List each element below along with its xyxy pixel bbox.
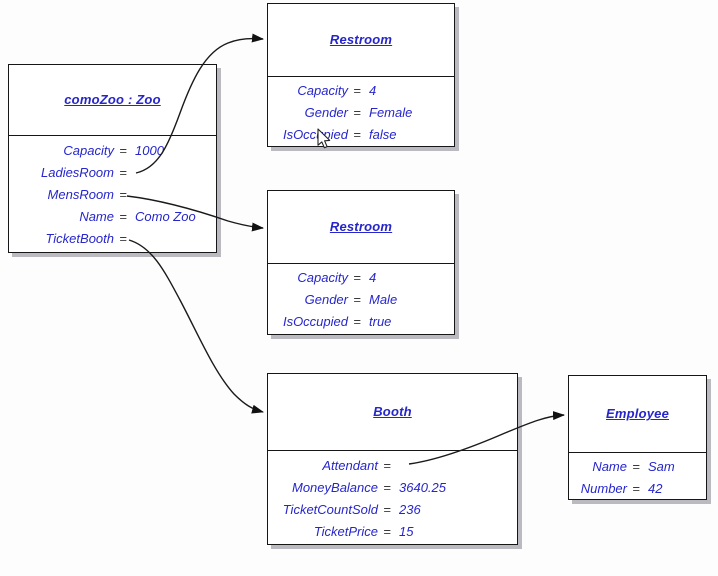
equals-sign: = — [119, 208, 127, 224]
attribute-section: Name = Sam Number = 42 — [569, 453, 706, 500]
object-title-employee: Employee — [605, 406, 669, 422]
arrow-ladiesroom-to-restroom-female[interactable] — [135, 33, 264, 174]
equals-sign: = — [383, 501, 391, 517]
attribute-row[interactable]: Gender = Female — [268, 102, 454, 124]
object-title-restroom-male: Restroom — [329, 219, 393, 235]
attribute-value — [132, 184, 216, 206]
equals-sign: = — [383, 457, 391, 473]
attribute-name: Capacity — [297, 82, 348, 98]
attribute-row[interactable]: IsOccupied = false — [268, 124, 454, 146]
object-title-zoo: comoZoo : Zoo — [64, 92, 161, 108]
attribute-name: IsOccupied — [282, 126, 348, 142]
object-box-booth[interactable]: Booth Attendant = MoneyBalance = 3640.25… — [267, 373, 518, 545]
attribute-value: Male — [369, 291, 398, 307]
attribute-value — [132, 162, 216, 184]
attribute-name: IsOccupied — [282, 313, 348, 329]
attribute-value: 3640.25 — [399, 479, 446, 495]
equals-sign: = — [353, 126, 361, 142]
equals-sign: = — [383, 523, 391, 539]
attribute-row[interactable]: Capacity = 4 — [268, 267, 454, 289]
attribute-value: 4 — [369, 82, 377, 98]
attribute-name: MensRoom — [47, 186, 114, 202]
attribute-row[interactable]: MoneyBalance = 3640.25 — [268, 477, 517, 499]
attribute-row[interactable]: IsOccupied = true — [268, 311, 454, 333]
object-title-bar: Restroom — [268, 191, 454, 264]
attribute-value: 15 — [399, 523, 414, 539]
attribute-section: Attendant = MoneyBalance = 3640.25 Ticke… — [268, 451, 517, 543]
attribute-section: Capacity = 4 Gender = Male IsOccupied = … — [268, 264, 454, 333]
attribute-value: 42 — [648, 480, 663, 496]
attribute-row[interactable]: Capacity = 1000 — [9, 140, 216, 162]
attribute-name: Capacity — [297, 269, 348, 285]
attribute-row[interactable]: TicketBooth = — [9, 228, 216, 250]
attribute-name: LadiesRoom — [41, 164, 114, 180]
attribute-name: Number — [580, 480, 627, 496]
equals-sign: = — [632, 480, 640, 496]
attribute-name: Name — [79, 208, 114, 224]
equals-sign: = — [119, 230, 127, 246]
attribute-row[interactable]: TicketPrice = 15 — [268, 521, 517, 543]
arrow-ticketbooth-to-booth[interactable] — [128, 239, 264, 414]
attribute-value: 236 — [399, 501, 421, 517]
equals-sign: = — [383, 479, 391, 495]
equals-sign: = — [353, 291, 361, 307]
attribute-value: Como Zoo — [135, 208, 196, 224]
attribute-name: Attendant — [322, 457, 378, 473]
object-box-restroom-male[interactable]: Restroom Capacity = 4 Gender = Male IsOc… — [267, 190, 455, 335]
attribute-section: Capacity = 4 Gender = Female IsOccupied … — [268, 77, 454, 146]
attribute-row[interactable]: Gender = Male — [268, 289, 454, 311]
attribute-name: Gender — [304, 291, 348, 307]
attribute-value: 1000 — [135, 142, 164, 158]
object-box-employee[interactable]: Employee Name = Sam Number = 42 — [568, 375, 707, 500]
equals-sign: = — [119, 186, 127, 202]
attribute-name: MoneyBalance — [292, 479, 378, 495]
equals-sign: = — [353, 82, 361, 98]
attribute-row[interactable]: Number = 42 — [569, 478, 706, 500]
attribute-row[interactable]: TicketCountSold = 236 — [268, 499, 517, 521]
attribute-value: Female — [369, 104, 413, 120]
object-box-restroom-female[interactable]: Restroom Capacity = 4 Gender = Female Is… — [267, 3, 455, 147]
attribute-name: TicketCountSold — [282, 501, 378, 517]
attribute-row[interactable]: Name = Como Zoo — [9, 206, 216, 228]
attribute-name: TicketBooth — [45, 230, 114, 246]
attribute-row[interactable]: Name = Sam — [569, 456, 706, 478]
attribute-value — [396, 455, 517, 477]
attribute-value — [132, 228, 216, 250]
equals-sign: = — [119, 164, 127, 180]
attribute-value: 4 — [369, 269, 377, 285]
attribute-name: TicketPrice — [313, 523, 378, 539]
object-title-restroom-female: Restroom — [329, 32, 393, 48]
equals-sign: = — [353, 104, 361, 120]
attribute-name: Capacity — [63, 142, 114, 158]
equals-sign: = — [632, 458, 640, 474]
attribute-row[interactable]: Capacity = 4 — [268, 80, 454, 102]
attribute-section: Capacity = 1000 LadiesRoom = MensRoom = … — [9, 136, 216, 250]
arrow-attendant-to-employee[interactable] — [408, 411, 565, 465]
object-title-bar: Employee — [569, 376, 706, 453]
attribute-row[interactable]: LadiesRoom = — [9, 162, 216, 184]
attribute-row[interactable]: MensRoom = — [9, 184, 216, 206]
attribute-row[interactable]: Attendant = — [268, 455, 517, 477]
equals-sign: = — [119, 142, 127, 158]
equals-sign: = — [353, 269, 361, 285]
object-box-zoo[interactable]: comoZoo : Zoo Capacity = 1000 LadiesRoom… — [8, 64, 217, 253]
attribute-name: Gender — [304, 104, 348, 120]
object-title-bar: Booth — [268, 374, 517, 451]
attribute-value: true — [369, 313, 392, 329]
object-title-booth: Booth — [373, 404, 412, 420]
object-title-bar: Restroom — [268, 4, 454, 77]
attribute-name: Name — [592, 458, 627, 474]
attribute-value: false — [369, 126, 397, 142]
attribute-value: Sam — [648, 458, 675, 474]
object-title-bar: comoZoo : Zoo — [9, 65, 216, 136]
arrow-mensroom-to-restroom-male[interactable] — [126, 195, 264, 232]
equals-sign: = — [353, 313, 361, 329]
